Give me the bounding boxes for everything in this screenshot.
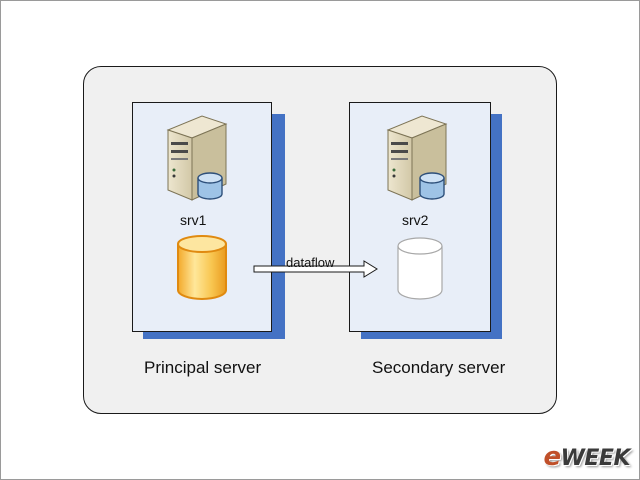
database-cylinder-icon xyxy=(197,172,223,200)
server-name-srv1: srv1 xyxy=(180,212,207,228)
logo-week: WEEK xyxy=(560,446,631,471)
logo-e: e xyxy=(543,442,561,472)
database-cylinder-icon xyxy=(419,172,445,200)
eweek-logo: eWEEK xyxy=(543,442,630,472)
principal-server-caption: Principal server xyxy=(144,358,262,377)
server-tower-icon xyxy=(386,115,448,201)
database-cylinder-icon xyxy=(177,235,227,300)
server-name-srv2: srv2 xyxy=(402,212,429,228)
secondary-server-caption: Secondary server xyxy=(372,358,506,377)
dataflow-label: dataflow xyxy=(286,255,335,270)
database-cylinder-icon xyxy=(397,237,443,300)
arrow-right-icon xyxy=(253,260,378,278)
